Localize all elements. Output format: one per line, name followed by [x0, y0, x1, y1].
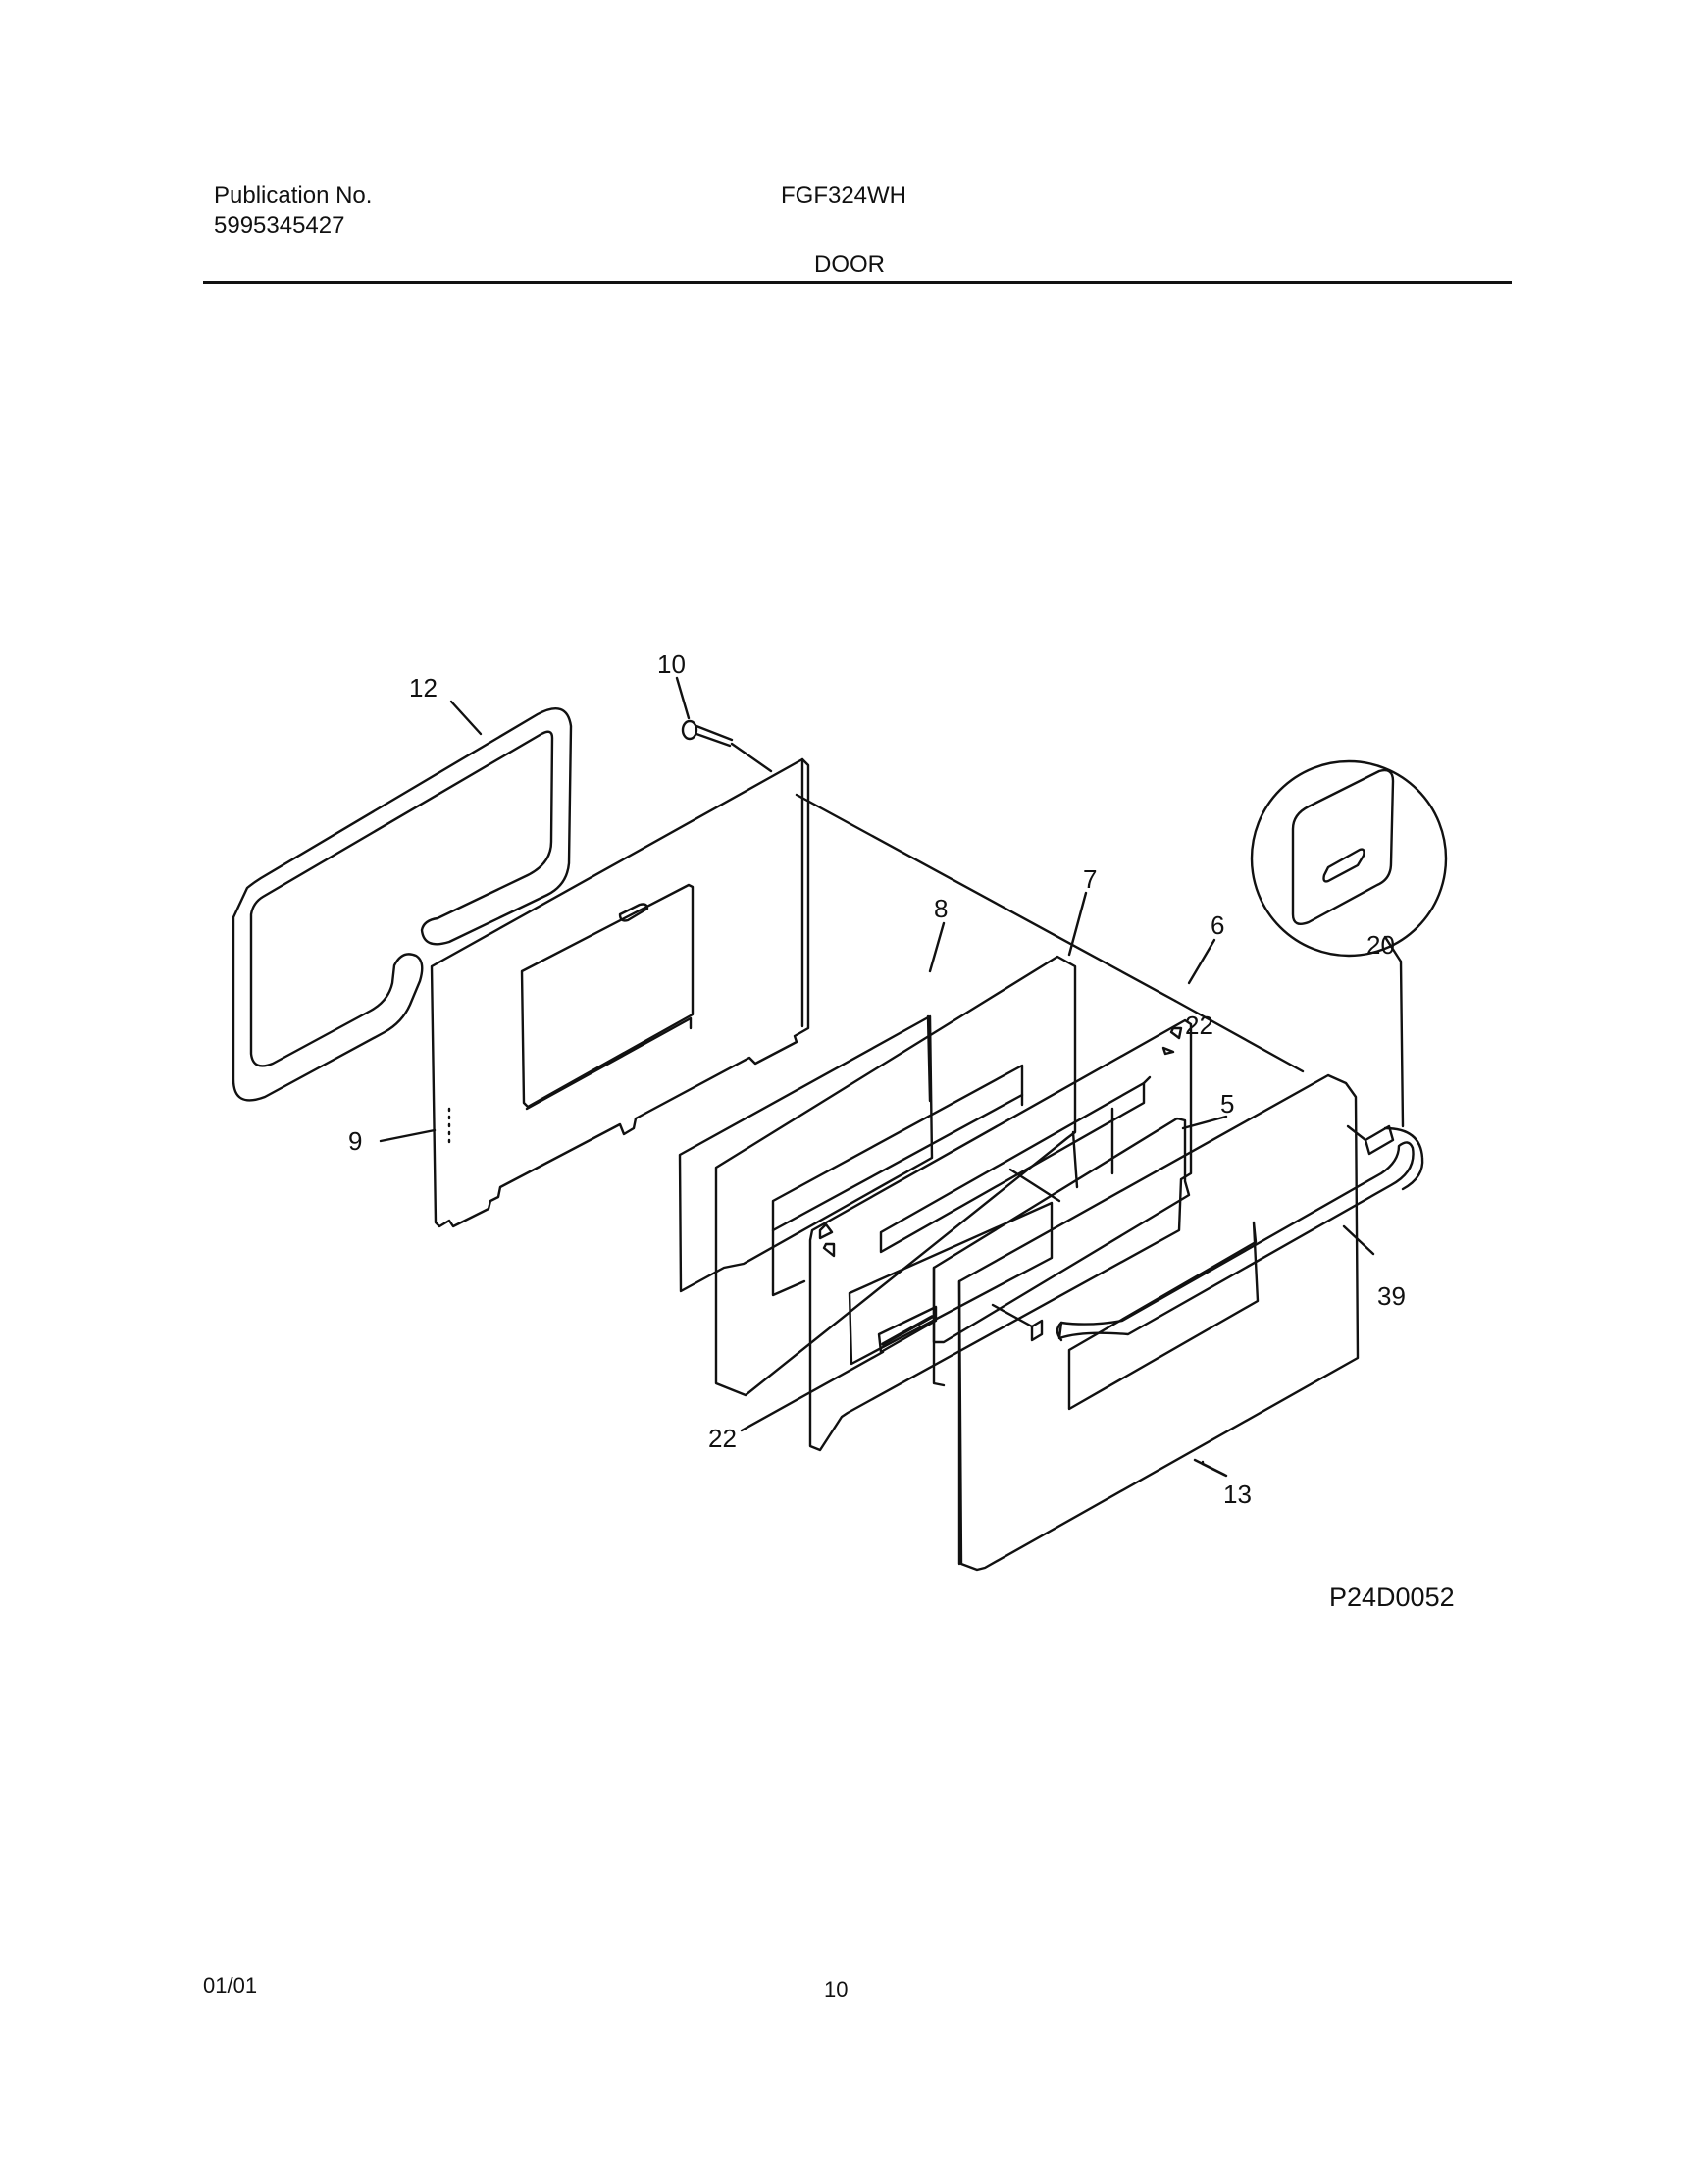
- callout-5: 5: [1220, 1089, 1234, 1118]
- callout-10: 10: [657, 650, 686, 679]
- model-number: FGF324WH: [781, 182, 907, 209]
- callout-12: 12: [409, 673, 438, 702]
- section-title: DOOR: [814, 251, 885, 278]
- publication-label: Publication No.: [214, 182, 373, 209]
- header-rule: [203, 281, 1512, 284]
- callout-7: 7: [1083, 864, 1097, 894]
- callout-6: 6: [1211, 910, 1224, 940]
- leader-lines: [379, 700, 1375, 1478]
- part-22-retainer-upper: [879, 1075, 1152, 1254]
- callout-9: 9: [348, 1126, 362, 1156]
- part-6-glass-frame: [808, 1018, 1193, 1452]
- part-7-door-liner: [714, 955, 1077, 1397]
- callout-22-lower: 22: [708, 1424, 737, 1453]
- part-22-retainer-lower: [877, 1305, 938, 1354]
- part-39-door-handle: [1056, 1126, 1424, 1342]
- part-13-outer-door: [957, 1073, 1395, 1572]
- part-8-insulation: [678, 1014, 934, 1293]
- part-12-door-gasket: [232, 706, 573, 1102]
- part-20-detail-circle: [1250, 759, 1448, 1128]
- part-9-inner-panel: [430, 757, 810, 1228]
- callout-20: 20: [1366, 930, 1395, 960]
- callout-8: 8: [934, 894, 948, 923]
- footer-date: 01/01: [203, 1973, 258, 1998]
- part-5-glass: [932, 1117, 1191, 1387]
- callout-13: 13: [1223, 1480, 1252, 1509]
- callout-labels: 12 10 9 8 7 6 22 5 20 39 22 13: [348, 650, 1406, 1509]
- callout-22-upper: 22: [1185, 1011, 1213, 1040]
- footer-page-number: 10: [824, 1977, 849, 2002]
- publication-number: 5995345427: [214, 212, 345, 238]
- diagram-code: P24D0052: [1329, 1583, 1455, 1612]
- callout-39: 39: [1377, 1281, 1406, 1311]
- part-10-screw: [675, 676, 773, 773]
